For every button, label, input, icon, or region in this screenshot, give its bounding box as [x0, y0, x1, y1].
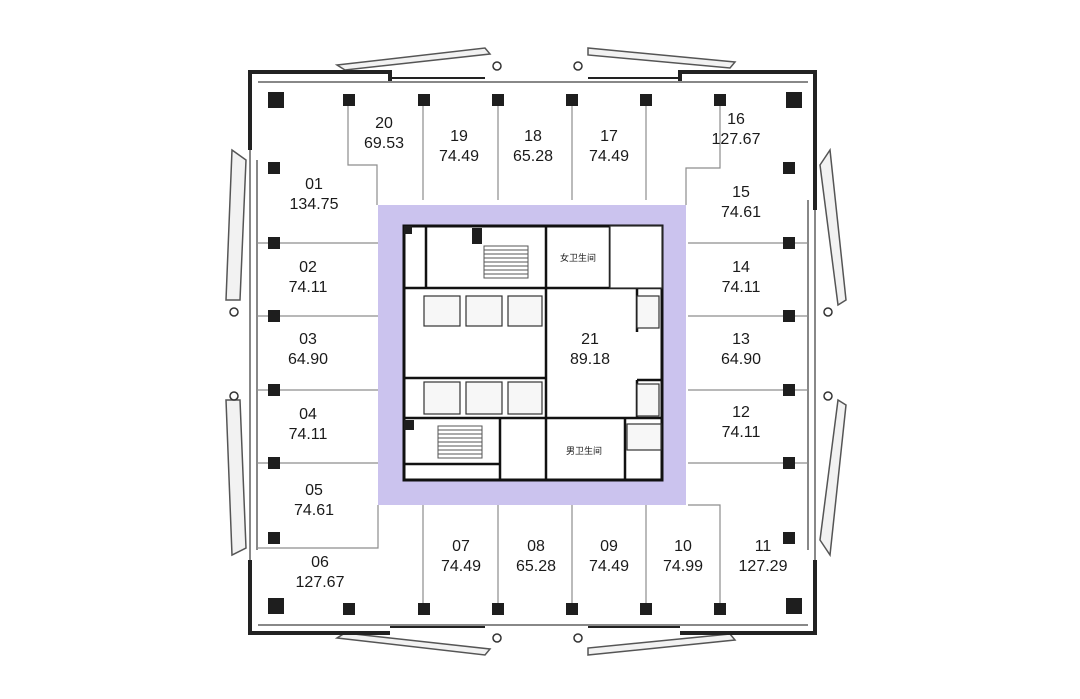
unit-area: 65.28 [513, 148, 553, 165]
unit-number: 10 [674, 538, 692, 555]
stair-treads [437, 245, 529, 459]
unit-number: 13 [732, 331, 750, 348]
unit-number: 14 [732, 259, 750, 276]
unit-number: 18 [524, 128, 542, 145]
unit-number: 17 [600, 128, 618, 145]
unit-area: 74.11 [289, 426, 328, 443]
unit-area: 127.29 [739, 558, 788, 575]
unit-area: 74.49 [589, 558, 629, 575]
unit-number: 07 [452, 538, 470, 555]
unit-area: 89.18 [570, 351, 610, 368]
unit-area: 64.90 [288, 351, 328, 368]
unit-area: 74.61 [294, 502, 334, 519]
unit-number: 12 [732, 404, 750, 421]
unit-number: 06 [311, 554, 329, 571]
structural-columns [268, 92, 802, 615]
unit-number: 08 [527, 538, 545, 555]
unit-number: 20 [375, 115, 393, 132]
fin-anchor-icons [229, 61, 833, 643]
unit-labels: 01 134.75 02 74.11 03 64.90 04 74.11 05 74.61 06 12… [288, 111, 788, 591]
unit-number: 05 [305, 482, 323, 499]
unit-area: 69.53 [364, 135, 404, 152]
unit-number: 21 [581, 331, 599, 348]
unit-number: 03 [299, 331, 317, 348]
unit-area: 64.90 [721, 351, 761, 368]
unit-area: 65.28 [516, 558, 556, 575]
unit-area: 74.49 [439, 148, 479, 165]
unit-area: 134.75 [290, 196, 339, 213]
unit-number: 04 [299, 406, 317, 423]
unit-number: 02 [299, 259, 317, 276]
unit-number: 16 [727, 111, 745, 128]
unit-number: 01 [305, 176, 323, 193]
unit-number: 11 [755, 538, 772, 555]
elevator-cars [423, 225, 663, 451]
window-walls [249, 81, 816, 626]
unit-number: 19 [450, 128, 468, 145]
curtain-wall-fins [225, 47, 847, 656]
unit-area: 127.67 [712, 131, 761, 148]
womens-wc-label: 女卫生间 [560, 252, 596, 264]
unit-area: 74.49 [441, 558, 481, 575]
mens-wc-label: 男卫生间 [566, 445, 602, 457]
unit-number: 09 [600, 538, 618, 555]
unit-area: 127.67 [296, 574, 345, 591]
unit-area: 74.61 [721, 204, 761, 221]
unit-area: 74.99 [663, 558, 703, 575]
unit-number: 15 [732, 184, 750, 201]
core-shafts [404, 226, 482, 430]
unit-area: 74.11 [722, 279, 761, 296]
unit-area: 74.11 [289, 279, 328, 296]
exterior-walls [248, 70, 817, 635]
unit-area: 74.49 [589, 148, 629, 165]
unit-area: 74.11 [722, 424, 761, 441]
core-outline [402, 224, 664, 482]
